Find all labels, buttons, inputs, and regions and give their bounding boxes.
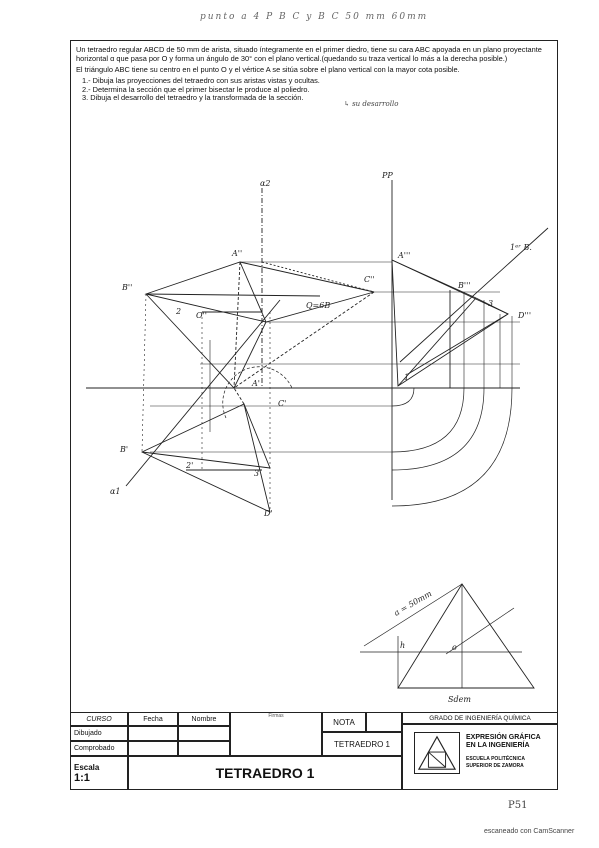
- title-main: TETRAEDRO 1: [128, 756, 402, 790]
- comprobado-fecha-cell: [128, 741, 178, 756]
- title-curso: CURSO: [70, 712, 128, 726]
- label-1: 1: [404, 373, 409, 382]
- title-grado: GRADO DE INGENIERÍA QUÍMICA: [402, 712, 558, 724]
- brand-line-1: EXPRESIÓN GRÁFICA: [466, 734, 541, 741]
- handwritten-title: punto a 4 P B C y B C 50 mm 60mm: [200, 12, 429, 22]
- label-alpha1: α1: [110, 487, 121, 496]
- statement-item-2: 2.- Determina la sección que el primer b…: [82, 84, 310, 94]
- statement-item-1: 1.- Dibuja las proyecciones del tetraedr…: [82, 75, 320, 85]
- page-mark: P51: [508, 800, 528, 811]
- title-comprobado: Comprobado: [70, 741, 128, 756]
- label-first-bisector: 1ᵉʳ B.: [510, 243, 532, 252]
- school-line-1: ESCUELA POLITÉCNICA: [466, 756, 525, 762]
- title-escala: Escala: [74, 762, 100, 772]
- brand-line-2: EN LA INGENIERÍA: [466, 742, 530, 750]
- label-b-profile: B''': [457, 281, 470, 290]
- title-escala-value: 1:1: [74, 771, 90, 784]
- profile-outline: [391, 259, 509, 387]
- title-block: CURSO Fecha Nombre Firmas Dibujado Compr…: [70, 712, 558, 790]
- statement-item-3: 3. Dibuja el desarrollo del tetraedro y …: [82, 93, 304, 103]
- comprobado-nombre-cell: [178, 741, 230, 756]
- school-logo-icon: [414, 732, 460, 774]
- title-dibujado: Dibujado: [70, 726, 128, 741]
- handwritten-note: ↳ su desarrollo: [344, 100, 399, 108]
- title-sheet-name: TETRAEDRO 1: [322, 732, 402, 756]
- label-2: 2: [175, 307, 181, 316]
- label-edge-length: a = 50mm: [393, 589, 434, 618]
- label-o-elevation: O'': [196, 311, 207, 320]
- school-text: ESCUELA POLITÉCNICA SUPERIOR DE ZAMORA: [466, 756, 525, 769]
- label-a-profile: A''': [397, 251, 410, 260]
- brand-text: EXPRESIÓN GRÁFICA EN LA INGENIERÍA: [466, 734, 541, 750]
- statement-paragraph-2: El triángulo ABC tiene su centro en el p…: [76, 64, 460, 74]
- label-point-2: 2': [185, 461, 193, 470]
- label-c-plan: C': [278, 399, 286, 408]
- nota-value-cell: [366, 712, 402, 732]
- label-d-profile: D''': [517, 311, 531, 320]
- title-nota: NOTA: [322, 712, 366, 732]
- label-o-construction: o: [452, 643, 457, 652]
- label-c-elevation: C'': [364, 275, 375, 284]
- label-h: h: [400, 641, 405, 650]
- school-line-2: SUPERIOR DE ZAMORA: [466, 762, 524, 769]
- label-pp: PP: [381, 171, 393, 180]
- label-a-elevation: A'': [231, 249, 242, 258]
- problem-statement: Un tetraedro regular ABCD de 50 mm de ar…: [76, 45, 550, 103]
- label-d-plan: D': [263, 509, 273, 518]
- label-signature: Sdem: [448, 695, 471, 704]
- construction-triangle: [397, 583, 535, 689]
- brand-cell: [402, 724, 558, 790]
- title-firmas: Firmas: [230, 712, 322, 756]
- label-a-plan: A': [251, 379, 260, 388]
- dibujado-fecha-cell: [128, 726, 178, 741]
- label-3: 3: [488, 299, 493, 308]
- scanner-watermark: escaneado con CamScanner: [484, 828, 575, 835]
- label-alpha2: α2: [260, 179, 271, 188]
- first-bisector-line: [399, 227, 549, 363]
- alpha1-trace: [125, 299, 281, 487]
- statement-paragraph-1: Un tetraedro regular ABCD de 50 mm de ar…: [76, 45, 542, 63]
- title-fecha: Fecha: [128, 712, 178, 726]
- title-nombre: Nombre: [178, 712, 230, 726]
- scale-cell: Escala 1:1: [70, 756, 128, 790]
- label-equation: Q=6B: [306, 301, 330, 310]
- dibujado-nombre-cell: [178, 726, 230, 741]
- label-b-plan: B': [119, 445, 128, 454]
- plan-outline: [140, 403, 271, 513]
- label-b-elevation: B'': [121, 283, 132, 292]
- label-point-3: 3': [254, 469, 261, 478]
